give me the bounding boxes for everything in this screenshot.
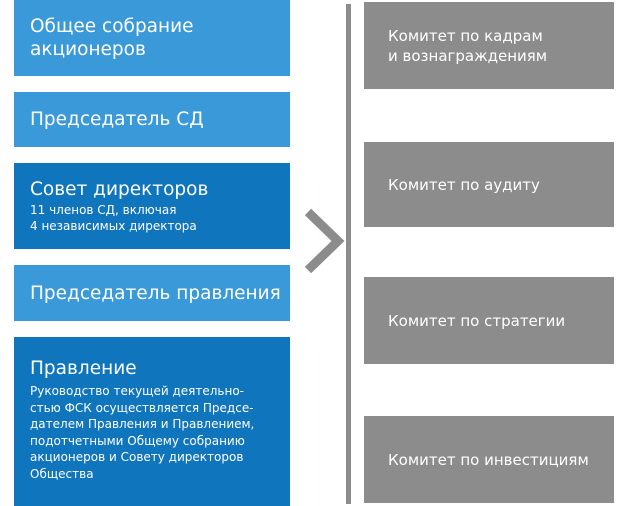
committee-audit-title: Комитет по аудиту: [388, 175, 540, 194]
divider-line: [346, 4, 351, 504]
committee-hr-title: Комитет по кадрам и вознаграждениям: [388, 26, 548, 65]
board-of-directors-box: Совет директоров 11 членов СД, включая 4…: [14, 163, 290, 249]
committee-investment-box: Комитет по инвестициям: [364, 416, 614, 503]
management-chairman-box: Председатель правления: [14, 265, 290, 321]
shareholders-meeting-box: Общее собрание акционеров: [14, 0, 290, 76]
chevron-right-icon: [304, 208, 345, 274]
management-board-title: Правление: [30, 358, 137, 379]
board-chairman-box: Председатель СД: [14, 92, 290, 147]
board-of-directors-title: Совет директоров: [30, 179, 209, 200]
board-chairman-title: Председатель СД: [30, 109, 204, 130]
management-board-description: Руководство текущей деятельно- стью ФСК …: [30, 384, 255, 481]
committee-audit-box: Комитет по аудиту: [364, 142, 614, 227]
committee-strategy-box: Комитет по стратегии: [364, 277, 614, 364]
committee-hr-box: Комитет по кадрам и вознаграждениям: [364, 2, 614, 89]
board-of-directors-description: 11 членов СД, включая 4 независимых дире…: [30, 203, 197, 233]
management-chairman-title: Председатель правления: [30, 282, 281, 304]
committee-investment-title: Комитет по инвестициям: [388, 450, 589, 469]
management-board-box: Правление Руководство текущей деятельно-…: [14, 337, 290, 506]
shareholders-meeting-title: Общее собрание акционеров: [30, 16, 194, 60]
committee-strategy-title: Комитет по стратегии: [388, 311, 566, 330]
